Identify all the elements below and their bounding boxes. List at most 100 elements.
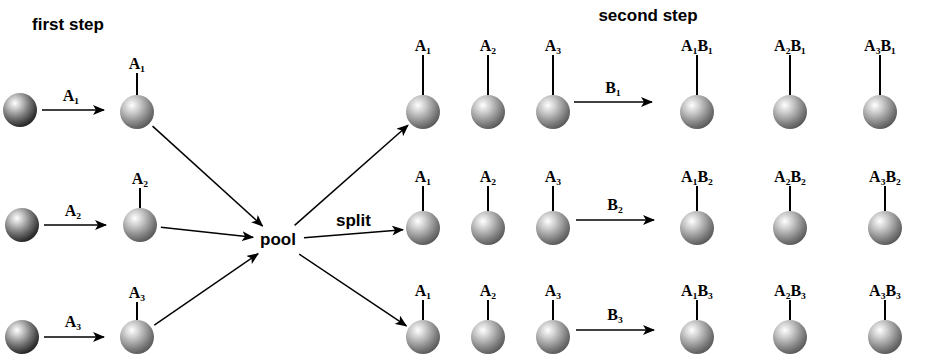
bead-node: A₁B₃ <box>678 282 716 354</box>
resin-bead <box>863 95 897 129</box>
compound-label: A₃ <box>545 37 561 55</box>
reaction-arrow <box>42 109 104 111</box>
bead-node: A₃B₃ <box>866 282 904 354</box>
compound-label: A₂B₁ <box>774 37 806 55</box>
bead-node: A₂ <box>469 282 507 354</box>
linker-stick <box>696 55 698 95</box>
compound-label: A₃B₁ <box>864 37 896 55</box>
compound-label: A₂ <box>480 37 496 55</box>
resin-bead <box>680 95 714 129</box>
linker-stick <box>789 300 791 320</box>
linker-stick <box>487 55 489 95</box>
linker-stick <box>696 186 698 211</box>
compound-label: A₃B₂ <box>869 168 901 186</box>
resin-bead <box>536 211 570 245</box>
linker-stick <box>487 300 489 320</box>
bead-node: A₂ <box>469 37 507 129</box>
step-heading: first step <box>32 15 104 35</box>
resin-bead <box>406 320 440 354</box>
linker-stick <box>139 188 141 208</box>
bead-node: A₁ <box>118 55 156 129</box>
bead-node: A₁B₂ <box>678 168 716 245</box>
bead-node: A₂ <box>121 170 159 242</box>
step-heading: second step <box>598 6 697 26</box>
reaction-arrow <box>574 101 652 103</box>
flow-arrow <box>304 230 403 238</box>
reaction-arrow <box>576 219 654 221</box>
linker-stick <box>696 300 698 320</box>
compound-label: A₁B₃ <box>681 282 713 300</box>
resin-bead <box>680 320 714 354</box>
resin-bead <box>471 211 505 245</box>
linker-stick <box>884 300 886 320</box>
resin-bead <box>773 320 807 354</box>
bare-bead <box>5 208 39 242</box>
compound-label: A₃B₃ <box>869 282 901 300</box>
compound-label: A₁ <box>129 55 145 73</box>
linker-stick <box>487 186 489 211</box>
bead-node: A₂ <box>469 168 507 245</box>
compound-label: A₃ <box>545 282 561 300</box>
flow-arrow <box>161 227 253 237</box>
compound-label: A₁ <box>415 168 431 186</box>
bare-bead <box>5 320 39 354</box>
compound-label: A₁B₁ <box>681 37 713 55</box>
flow-arrow <box>154 254 258 325</box>
linker-stick <box>552 186 554 211</box>
compound-label: A₂ <box>480 282 496 300</box>
resin-bead <box>123 208 157 242</box>
compound-label: A₁ <box>415 282 431 300</box>
compound-label: A₂B₂ <box>774 168 806 186</box>
linker-stick <box>422 300 424 320</box>
compound-label: A₁B₂ <box>681 168 713 186</box>
resin-bead <box>536 95 570 129</box>
linker-stick <box>422 55 424 95</box>
resin-bead <box>868 320 902 354</box>
linker-stick <box>422 186 424 211</box>
resin-bead <box>120 320 154 354</box>
resin-bead <box>406 211 440 245</box>
edge-label: split <box>334 211 373 231</box>
bead-node: A₃B₂ <box>866 168 904 245</box>
compound-label: A₁ <box>415 37 431 55</box>
resin-bead <box>120 95 154 129</box>
resin-bead <box>773 211 807 245</box>
linker-stick <box>789 55 791 95</box>
reagent-label: A₃ <box>65 313 81 331</box>
bead-node: A₁ <box>404 282 442 354</box>
bead-node: A₃ <box>534 168 572 245</box>
pool-text: pool <box>260 230 296 250</box>
bead-node: A₂B₃ <box>771 282 809 354</box>
compound-label: A₃ <box>129 284 145 302</box>
linker-stick <box>789 186 791 211</box>
reaction-arrow <box>44 224 106 226</box>
resin-bead <box>773 95 807 129</box>
bead-node: A₃ <box>118 284 156 354</box>
compound-label: A₃ <box>545 168 561 186</box>
linker-stick <box>136 73 138 95</box>
bead-node: A₁B₁ <box>678 37 716 129</box>
reagent-label: A₁ <box>63 87 79 105</box>
bead-node: A₂B₁ <box>771 37 809 129</box>
resin-bead <box>406 95 440 129</box>
linker-stick <box>136 302 138 320</box>
reagent-label: B₃ <box>607 306 622 324</box>
resin-bead <box>471 95 505 129</box>
linker-stick <box>879 55 881 95</box>
linker-stick <box>884 186 886 211</box>
resin-bead <box>536 320 570 354</box>
reagent-label: A₂ <box>65 202 81 220</box>
bead-node: A₃B₁ <box>861 37 899 129</box>
bead-node: A₃ <box>534 282 572 354</box>
flow-arrow <box>153 126 263 226</box>
resin-bead <box>868 211 902 245</box>
reagent-label: B₁ <box>605 79 620 97</box>
compound-label: A₂ <box>480 168 496 186</box>
bead-node: A₁ <box>404 37 442 129</box>
resin-bead <box>471 320 505 354</box>
pool-node: pool <box>256 228 300 252</box>
reaction-arrow <box>576 329 654 331</box>
compound-label: A₂ <box>132 170 148 188</box>
bare-bead <box>3 93 37 127</box>
